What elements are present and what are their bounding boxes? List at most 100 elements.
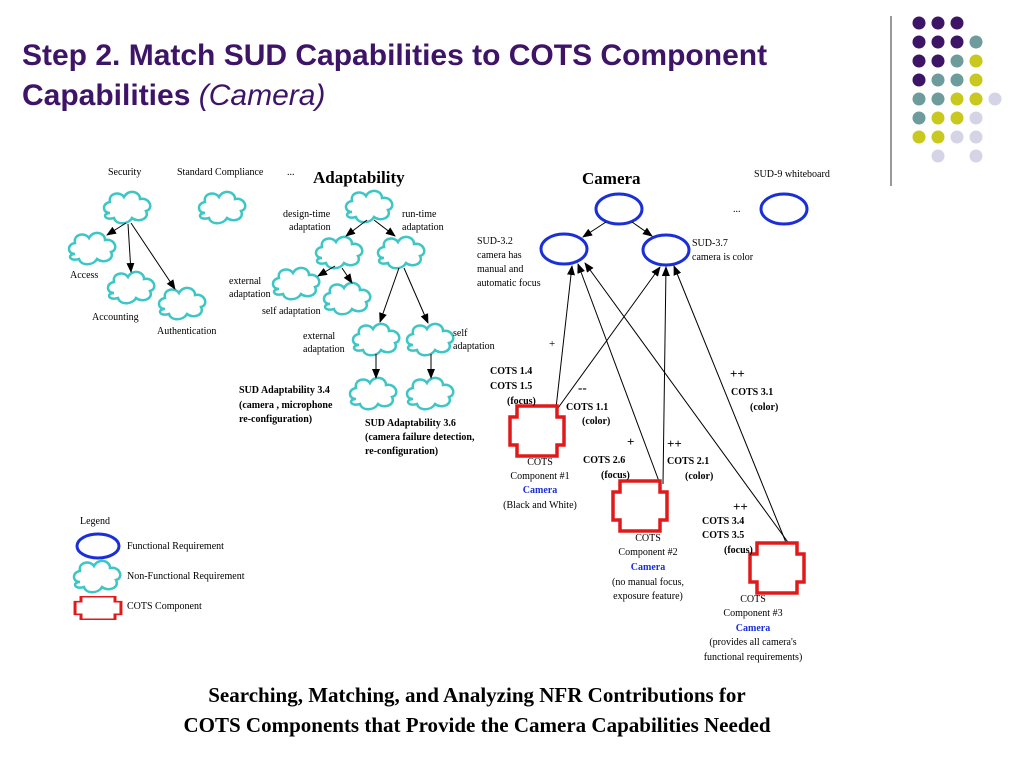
sud32-ellipse: [539, 232, 589, 266]
color1-label: (color): [582, 416, 610, 427]
color21-label: (color): [685, 471, 713, 482]
caption-line-2: COTS Components that Provide the Camera …: [183, 713, 771, 737]
focus26-label: (focus): [601, 470, 630, 481]
cots34-label: COTS 3.4: [702, 516, 744, 527]
access-cloud: [67, 231, 117, 266]
title-sub: (Camera): [198, 79, 326, 112]
color31-label: (color): [750, 402, 778, 413]
cots-component-3: [748, 541, 806, 595]
sud32-label-3: manual and: [477, 264, 523, 275]
c2-line-5: exposure feature): [613, 591, 683, 602]
design-time-label-1: design-time: [283, 209, 331, 220]
sud-adaptability-34-cloud: [348, 376, 398, 411]
c2-line-1: COTS: [635, 533, 661, 544]
self-adaptation-cloud-b: [405, 322, 455, 357]
authentication-cloud: [157, 286, 207, 321]
contribution-pp31: ++: [730, 366, 745, 381]
run-time-label-1: run-time: [402, 209, 437, 220]
camera-ellipse: [594, 192, 644, 226]
security-label: Security: [108, 167, 141, 178]
dot-grid: [912, 16, 1002, 163]
legend-cots-label: COTS Component: [127, 601, 202, 612]
sud37-ellipse: [641, 233, 691, 267]
c2-line-3: Camera: [631, 562, 665, 573]
ellipsis-left: ...: [287, 167, 295, 178]
c3-line-2: Component #3: [723, 608, 782, 619]
design-time-label-2: adaptation: [289, 222, 331, 233]
adaptability-tree: Adaptability design-time adaptation run-…: [229, 168, 495, 457]
contribution-pp21: ++: [667, 436, 682, 451]
standard-compliance-label: Standard Compliance: [177, 167, 264, 178]
self-adaptation-label-b2: adaptation: [453, 341, 495, 352]
run-time-cloud: [376, 235, 426, 270]
accounting-cloud: [106, 270, 156, 305]
security-cloud: [102, 190, 152, 225]
c1-line-2: Component #1: [510, 471, 569, 482]
page-title: Step 2. Match SUD Capabilities to COTS C…: [22, 36, 882, 116]
sud37-label-1: SUD-3.7: [692, 238, 728, 249]
standard-compliance-cloud: [197, 190, 247, 225]
focus1-label: (focus): [507, 396, 536, 407]
adaptability-heading: Adaptability: [313, 168, 405, 187]
contribution-plus26: +: [627, 434, 634, 449]
run-time-label-2: adaptation: [402, 222, 444, 233]
c3-line-1: COTS: [740, 594, 766, 605]
c2-line-2: Component #2: [618, 547, 677, 558]
c1-line-4: (Black and White): [503, 500, 577, 511]
legend-cloud-icon: [72, 559, 122, 594]
authentication-label: Authentication: [157, 326, 216, 337]
sud36-label-3: re-configuration): [365, 446, 438, 457]
c3-line-3: Camera: [736, 623, 770, 634]
camera-tree: Camera SUD-9 whiteboard ... SUD-3.2 came…: [477, 169, 830, 663]
sud34-label-1: SUD Adaptability 3.4: [239, 385, 330, 396]
external-adaptation-label-a2: adaptation: [229, 289, 271, 300]
focus34-label: (focus): [724, 545, 753, 556]
self-adaptation-label-b1: self: [453, 328, 468, 339]
sud34-label-3: re-configuration): [239, 414, 312, 425]
external-adaptation-cloud-a: [271, 266, 321, 301]
legend-cots-icon: [73, 595, 123, 621]
adaptability-cloud: [344, 189, 394, 224]
c3-line-5: functional requirements): [704, 652, 803, 663]
cots35-label: COTS 3.5: [702, 530, 744, 541]
sud32-label-2: camera has: [477, 250, 522, 261]
legend: Legend Functional Requirement Non-Functi…: [72, 516, 245, 621]
sud36-label-2: (camera failure detection,: [365, 432, 475, 443]
cots-component-1: [508, 404, 566, 458]
divider: [890, 16, 892, 186]
camera-heading: Camera: [582, 169, 641, 188]
c3-line-4: (provides all camera's: [709, 637, 796, 648]
contribution-minus: --: [578, 380, 587, 395]
legend-functional-label: Functional Requirement: [127, 541, 224, 552]
cots21-label: COTS 2.1: [667, 456, 709, 467]
sud32-label-1: SUD-3.2: [477, 236, 513, 247]
external-adaptation-label-a1: external: [229, 276, 261, 287]
external-adaptation-label-b1: external: [303, 331, 335, 342]
sud34-label-2: (camera , microphone: [239, 400, 333, 411]
external-adaptation-cloud-b: [351, 322, 401, 357]
whiteboard-label: SUD-9 whiteboard: [754, 169, 830, 180]
sud36-label-1: SUD Adaptability 3.6: [365, 418, 456, 429]
security-tree: Security Standard Compliance ... Access …: [67, 167, 295, 337]
cots31-label: COTS 3.1: [731, 387, 773, 398]
whiteboard-ellipse: [759, 192, 809, 226]
design-time-cloud: [314, 235, 364, 270]
c2-line-4: (no manual focus,: [612, 577, 684, 588]
accounting-label: Accounting: [92, 312, 139, 323]
cots15-label: COTS 1.5: [490, 381, 532, 392]
c1-line-3: Camera: [523, 485, 557, 496]
sud32-label-4: automatic focus: [477, 278, 541, 289]
camera-ellipsis: ...: [733, 204, 741, 215]
access-label: Access: [70, 270, 98, 281]
contribution-plus: +: [549, 338, 555, 350]
cots14-label: COTS 1.4: [490, 366, 532, 377]
sud-adaptability-36-cloud: [405, 376, 455, 411]
self-adaptation-cloud-a: [322, 281, 372, 316]
cots26-label: COTS 2.6: [583, 455, 625, 466]
cots11-label: COTS 1.1: [566, 402, 608, 413]
contribution-pp34: ++: [733, 499, 748, 514]
self-adaptation-label-a: self adaptation: [262, 306, 321, 317]
caption-line-1: Searching, Matching, and Analyzing NFR C…: [208, 683, 746, 707]
c1-line-1: COTS: [527, 457, 553, 468]
